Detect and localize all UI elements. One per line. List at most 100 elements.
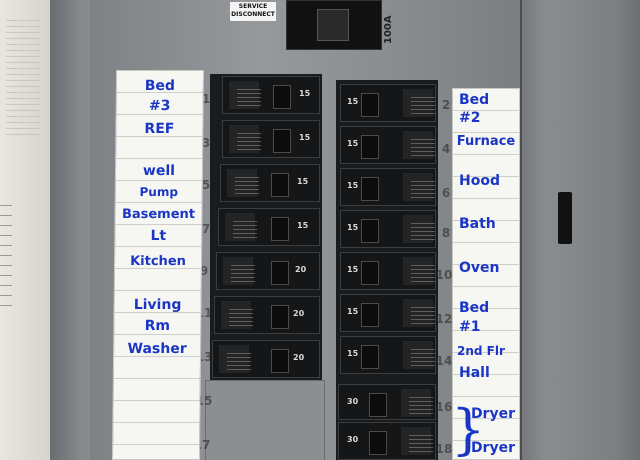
- breaker-left-6[interactable]: 20: [214, 296, 320, 334]
- breaker-left-3[interactable]: 15: [220, 164, 320, 202]
- breaker-toggle[interactable]: [369, 431, 387, 455]
- breaker-left-2[interactable]: 15: [222, 120, 320, 158]
- breaker-amp: 15: [347, 139, 359, 148]
- printed-instructions: [6, 20, 40, 140]
- label-well: well: [142, 163, 176, 179]
- label-bed-1: Bed: [459, 300, 490, 316]
- circuit-number: 10: [435, 268, 453, 282]
- label-hood: Hood: [459, 173, 500, 189]
- main-breaker[interactable]: [286, 0, 382, 50]
- breaker-amp: 15: [347, 307, 359, 316]
- right-circuit-directory: Bed #2 Furnace Hood Bath Oven Bed #1 2nd…: [452, 88, 520, 460]
- main-breaker-rating: 100A: [383, 15, 394, 44]
- breaker-amp: 15: [297, 177, 309, 186]
- breaker-amp: 15: [299, 89, 311, 98]
- breaker-right-7[interactable]: 15: [340, 336, 436, 374]
- breaker-right-2[interactable]: 15: [340, 126, 436, 164]
- label-hall: Hall: [459, 365, 490, 381]
- breaker-toggle[interactable]: [361, 177, 379, 201]
- label-dryer-2: Dryer: [470, 440, 515, 456]
- breaker-toggle[interactable]: [273, 85, 291, 109]
- breaker-amp: 20: [293, 309, 305, 318]
- blank-filler-plate: [205, 380, 325, 460]
- breaker-toggle[interactable]: [361, 345, 379, 369]
- left-circuit-directory: Bed #3 REF well Pump Basement Lt Kitchen…: [111, 70, 205, 460]
- circuit-number: 5: [201, 178, 211, 192]
- circuit-number: 16: [435, 400, 453, 414]
- circuit-number: 1: [201, 92, 211, 106]
- label-living: Living: [133, 297, 182, 313]
- circuit-number: 12: [435, 312, 453, 326]
- circuit-number: 2: [441, 98, 451, 112]
- label-kitchen: Kitchen: [130, 254, 187, 269]
- panel-door: [520, 0, 640, 460]
- breaker-right-1[interactable]: 15: [340, 84, 436, 122]
- label-bed-1-number: #1: [459, 319, 481, 335]
- breaker-toggle[interactable]: [361, 303, 379, 327]
- breaker-toggle[interactable]: [369, 393, 387, 417]
- breaker-right-8[interactable]: 30: [338, 384, 436, 420]
- breaker-amp: 30: [347, 397, 359, 406]
- breaker-amp: 15: [347, 223, 359, 232]
- breaker-right-4[interactable]: 15: [340, 210, 436, 248]
- breaker-right-9[interactable]: 30: [338, 422, 436, 460]
- breaker-amp: 30: [347, 435, 359, 444]
- label-ref: REF: [144, 121, 175, 137]
- door-latch[interactable]: [558, 192, 572, 244]
- service-disconnect-label: SERVICE DISCONNECT: [230, 2, 276, 21]
- circuit-number: 8: [441, 226, 451, 240]
- label-rm: Rm: [144, 318, 171, 334]
- breaker-left-1[interactable]: 15: [222, 76, 320, 114]
- label-bed-3-number: #3: [148, 98, 171, 114]
- circuit-number: 18: [435, 442, 453, 456]
- breaker-toggle[interactable]: [271, 305, 289, 329]
- label-2nd-flr: 2nd Flr: [457, 344, 505, 358]
- breaker-toggle[interactable]: [271, 349, 289, 373]
- breaker-toggle[interactable]: [273, 129, 291, 153]
- breaker-toggle[interactable]: [361, 261, 379, 285]
- breaker-left-4[interactable]: 15: [218, 208, 320, 246]
- label-basement: Basement: [121, 207, 196, 222]
- breaker-toggle[interactable]: [271, 173, 289, 197]
- label-lt: Lt: [150, 228, 167, 244]
- main-breaker-handle[interactable]: [317, 9, 349, 41]
- label-pump: Pump: [139, 185, 179, 199]
- label-washer: Washer: [127, 341, 187, 357]
- breaker-toggle[interactable]: [361, 219, 379, 243]
- circuit-number: 7: [201, 222, 211, 236]
- breaker-toggle[interactable]: [361, 135, 379, 159]
- panel-enclosure-edge: [50, 0, 80, 460]
- label-dryer-1: Dryer: [470, 406, 515, 422]
- breaker-amp: 20: [293, 353, 305, 362]
- breaker-amp: 20: [295, 265, 307, 274]
- breaker-toggle[interactable]: [271, 261, 289, 285]
- circuit-number: 9: [199, 264, 209, 278]
- dryer-bracket-mark: }: [451, 398, 486, 460]
- label-oven: Oven: [459, 260, 500, 276]
- wall-paper-label: [0, 0, 52, 460]
- breaker-right-5[interactable]: 15: [340, 252, 436, 290]
- breaker-amp: 15: [347, 265, 359, 274]
- breaker-right-6[interactable]: 15: [340, 294, 436, 332]
- label-bed-3: Bed: [144, 78, 176, 94]
- breaker-amp: 15: [299, 133, 311, 142]
- circuit-number: 4: [441, 142, 451, 156]
- breaker-left-5[interactable]: 20: [216, 252, 320, 290]
- circuit-number: 14: [435, 354, 453, 368]
- breaker-toggle[interactable]: [361, 93, 379, 117]
- breaker-toggle[interactable]: [271, 217, 289, 241]
- label-bed-2-number: #2: [459, 110, 481, 126]
- circuit-number: 6: [441, 186, 451, 200]
- breaker-amp: 15: [347, 97, 359, 106]
- printed-grid: [0, 205, 12, 315]
- breaker-amp: 15: [347, 349, 359, 358]
- breaker-left-7[interactable]: 20: [212, 340, 320, 378]
- label-furnace: Furnace: [456, 134, 516, 149]
- label-bath: Bath: [459, 216, 496, 232]
- breaker-right-3[interactable]: 15: [340, 168, 436, 206]
- circuit-number: 3: [201, 136, 211, 150]
- label-bed-2: Bed: [459, 92, 490, 108]
- breaker-amp: 15: [297, 221, 309, 230]
- breaker-amp: 15: [347, 181, 359, 190]
